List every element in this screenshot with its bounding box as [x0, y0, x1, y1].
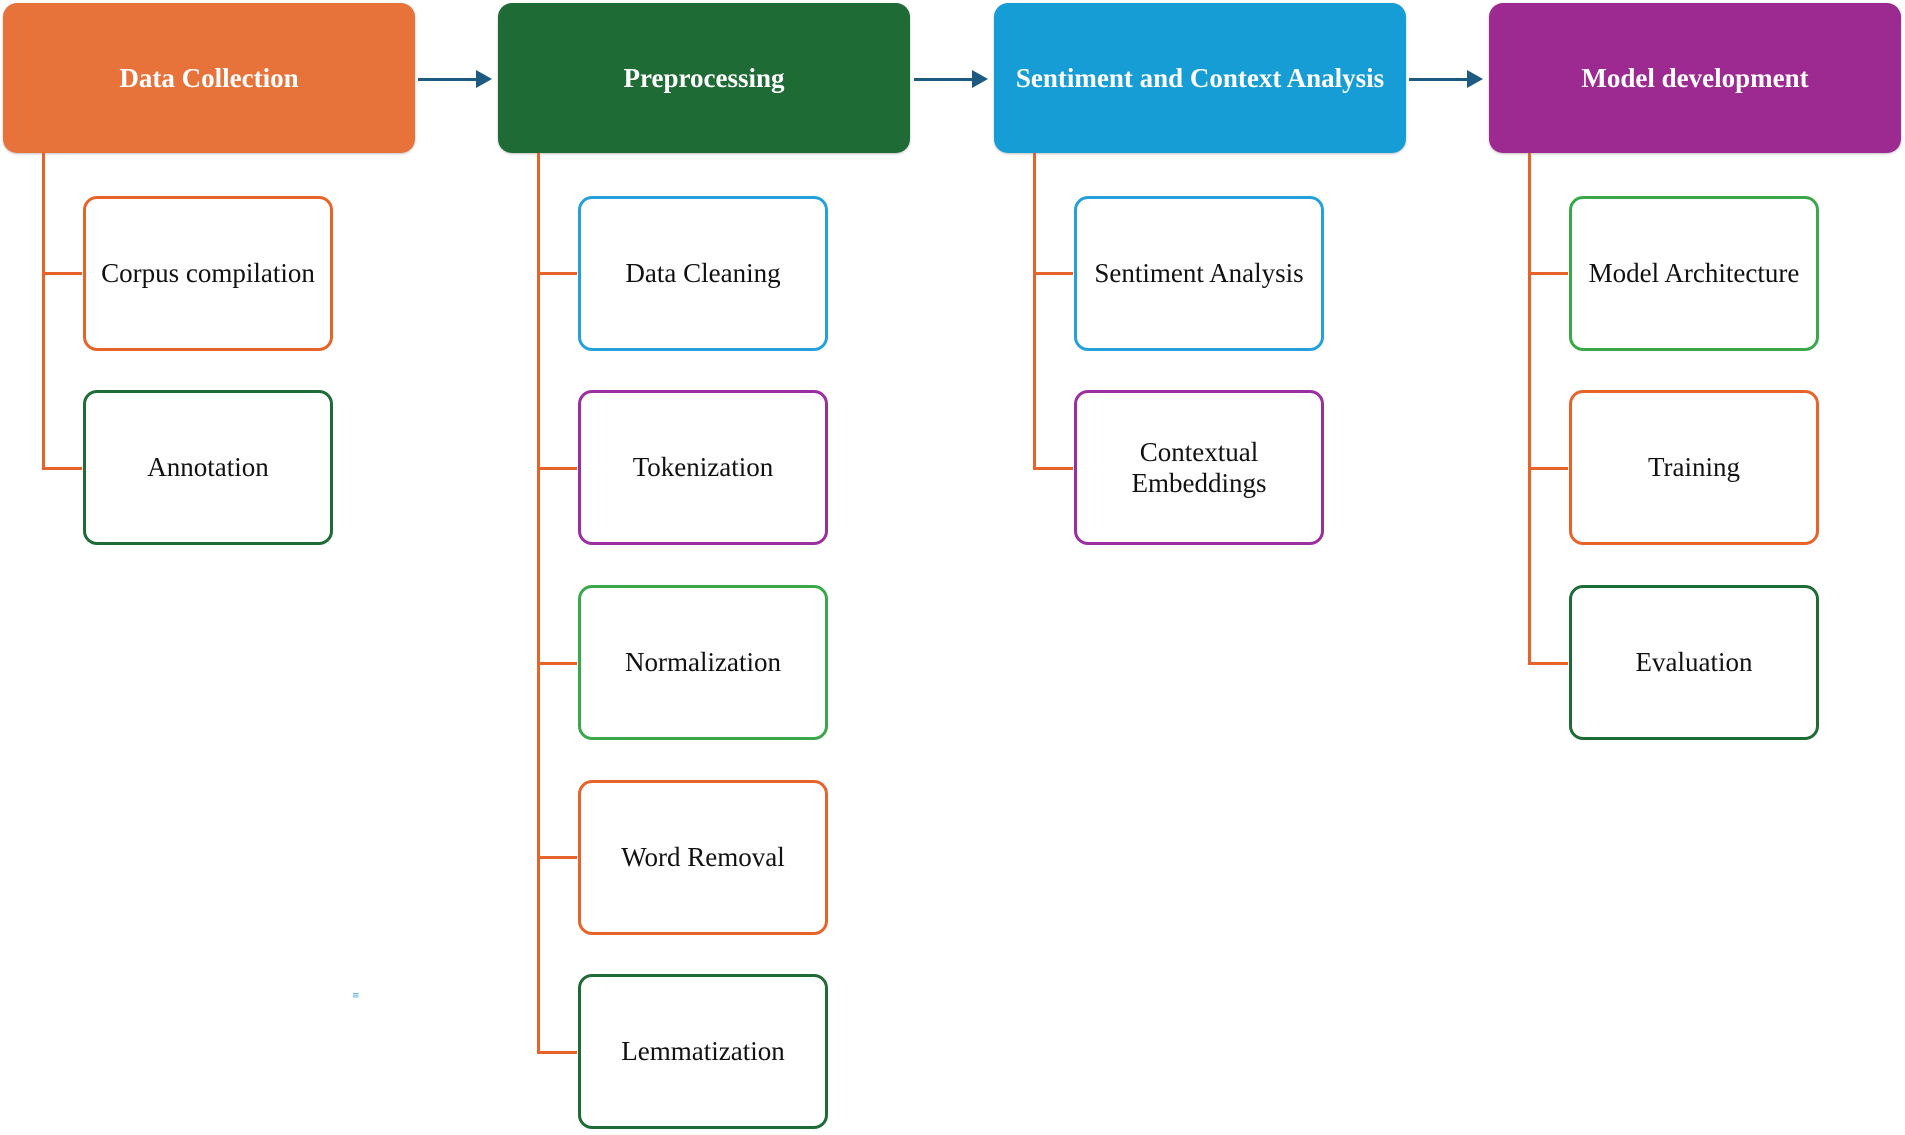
stage-preprocessing: Preprocessing [498, 3, 910, 153]
step-tokenization: Tokenization [578, 390, 828, 545]
step-training: Training [1569, 390, 1819, 545]
connector-branch [537, 467, 577, 470]
connector-branch [1033, 272, 1073, 275]
stage-data-collection: Data Collection [3, 3, 415, 153]
flow-arrow-2 [914, 70, 988, 88]
connector-branch [537, 662, 577, 665]
connector-branch [1528, 272, 1568, 275]
connector-trunk-sentiment-context [1033, 153, 1036, 470]
step-evaluation: Evaluation [1569, 585, 1819, 740]
step-sentiment-analysis: Sentiment Analysis [1074, 196, 1324, 351]
stray-marker: ≡ [352, 991, 360, 1001]
step-contextual-embeddings: Contextual Embeddings [1074, 390, 1324, 545]
connector-trunk-model-development [1528, 153, 1531, 665]
connector-branch [1528, 467, 1568, 470]
stage-sentiment-context-analysis: Sentiment and Context Analysis [994, 3, 1406, 153]
step-annotation: Annotation [83, 390, 333, 545]
connector-branch [42, 467, 82, 470]
connector-branch [537, 272, 577, 275]
connector-branch [1528, 662, 1568, 665]
step-normalization: Normalization [578, 585, 828, 740]
connector-branch [537, 856, 577, 859]
connector-branch [537, 1051, 577, 1054]
stage-model-development: Model development [1489, 3, 1901, 153]
step-lemmatization: Lemmatization [578, 974, 828, 1129]
connector-branch [1033, 467, 1073, 470]
step-word-removal: Word Removal [578, 780, 828, 935]
flow-arrow-3 [1409, 70, 1483, 88]
step-corpus-compilation: Corpus compilation [83, 196, 333, 351]
step-model-architecture: Model Architecture [1569, 196, 1819, 351]
connector-trunk-data-collection [42, 153, 45, 470]
flow-arrow-1 [418, 70, 492, 88]
connector-trunk-preprocessing [537, 153, 540, 1053]
step-data-cleaning: Data Cleaning [578, 196, 828, 351]
connector-branch [42, 272, 82, 275]
